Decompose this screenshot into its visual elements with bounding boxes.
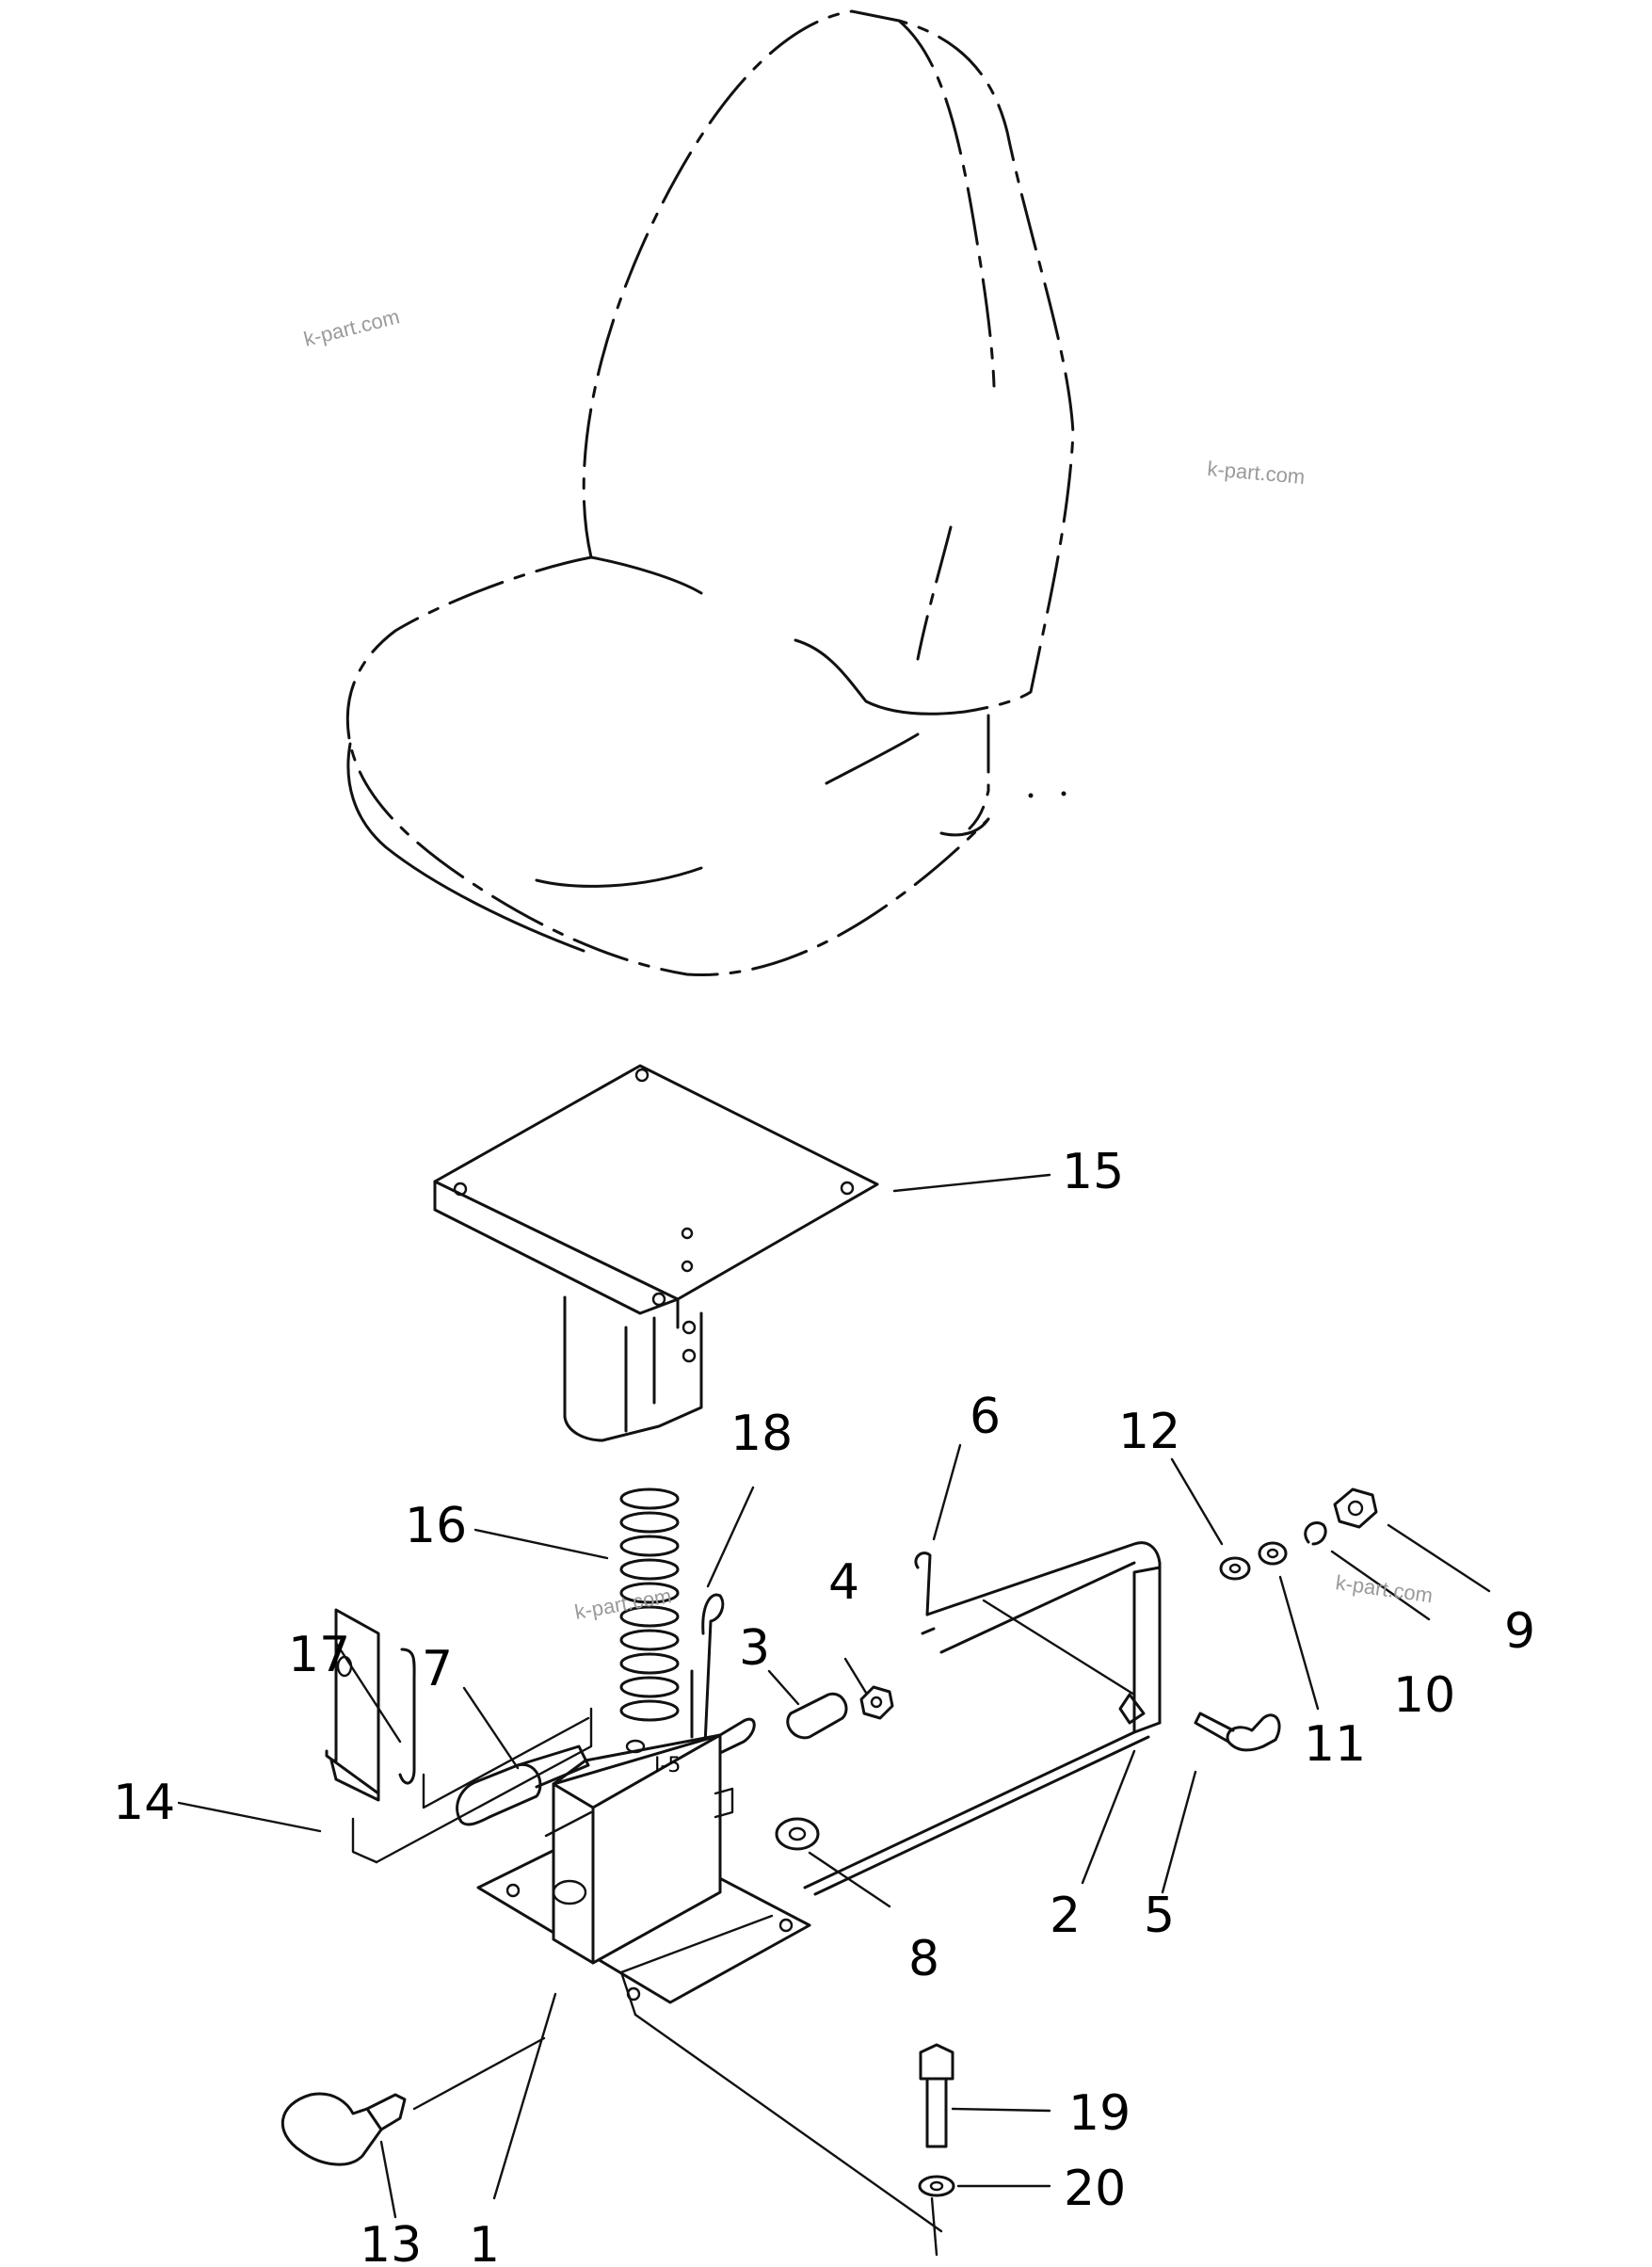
leader-lines (177, 1173, 1491, 2219)
callout-7: 7 (422, 1641, 453, 1697)
callout-6: 6 (970, 1389, 1001, 1445)
small-parts-drawing (775, 1487, 1378, 2197)
knob-drawing (281, 2092, 407, 2166)
svg-text:I-5: I-5 (654, 1754, 681, 1777)
callout-13: 13 (360, 2217, 422, 2267)
callout-8: 8 (908, 1931, 939, 1987)
callout-11: 11 (1304, 1716, 1366, 1773)
callout-17: 17 (288, 1627, 350, 1683)
callout-numbers: 15 18 6 12 16 4 3 17 7 9 10 11 14 2 5 8 … (113, 1144, 1535, 2267)
callout-18: 18 (730, 1406, 793, 1462)
watermark-text: k-part.com (1207, 457, 1307, 489)
callout-19: 19 (1068, 2085, 1131, 2142)
callout-15: 15 (1062, 1144, 1124, 1200)
watermark-text: k-part.com (1334, 1570, 1434, 1607)
callout-9: 9 (1504, 1603, 1535, 1660)
watermarks: k-part.com k-part.com k-part.com k-part.… (301, 304, 1435, 1623)
callout-1: 1 (469, 2217, 500, 2267)
watermark-text: k-part.com (301, 304, 402, 350)
callout-3: 3 (739, 1620, 770, 1677)
callout-14: 14 (113, 1775, 175, 1831)
spring-drawing (619, 1487, 680, 1722)
callout-12: 12 (1118, 1404, 1180, 1460)
plate-drawing (325, 1608, 416, 1802)
callout-16: 16 (405, 1498, 467, 1554)
assembly-guide-lines (351, 1599, 1136, 2257)
callout-2: 2 (1050, 1888, 1081, 1944)
callout-4: 4 (828, 1554, 859, 1611)
callout-20: 20 (1064, 2161, 1126, 2217)
callout-10: 10 (1393, 1667, 1455, 1724)
callout-5: 5 (1144, 1888, 1175, 1944)
lever-drawing (803, 1541, 1162, 1896)
base-housing-drawing: I-5 (476, 1669, 811, 2004)
seat-drawing (345, 9, 1075, 977)
seat-bracket-drawing (433, 1064, 879, 1442)
